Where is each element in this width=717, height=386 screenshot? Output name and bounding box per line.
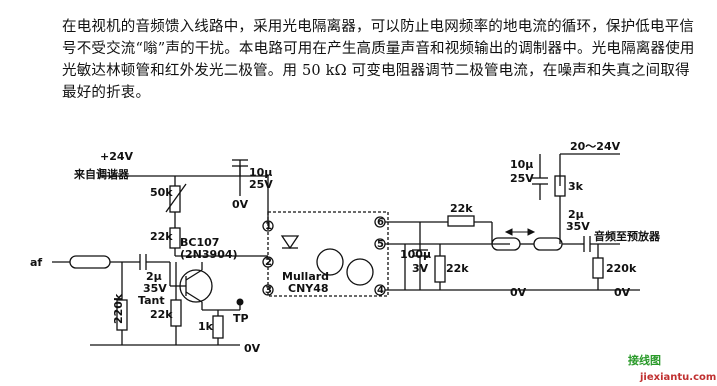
label-r-22k-emitter: 22k [446,262,469,275]
resistor-1k [212,315,224,339]
watermark-cn: 接线图 [628,353,661,367]
label-pin-4: 4 [377,285,384,296]
input-coax [69,255,111,269]
label-r-22k-feedback: 22k [450,202,473,215]
label-isolator-make: Mullard [282,270,329,283]
label-cap-left-value: 2μ [146,270,162,283]
label-cap-left-type: Tant [138,294,165,307]
label-ground-mid: 0V [510,286,527,299]
label-cap-right-voltage: 25V [510,172,534,185]
label-isolator-part: CNY48 [288,282,329,295]
label-cap-out-voltage: 35V [566,220,590,233]
label-cap-top-voltage: 25V [249,178,273,191]
label-test-point: TP [233,312,249,325]
label-pin-1: 1 [265,221,272,232]
label-transistor-alt: (2N3904) [180,248,238,261]
label-input: af [30,256,42,269]
resistor-22k-emitter [434,255,446,283]
label-supply-right: 20～24V [570,140,621,153]
label-transistor: BC107 [180,236,219,249]
label-r-22k-top: 22k [150,230,173,243]
resistor-220k-right [592,257,604,279]
label-pin-6: 6 [377,217,384,228]
label-r-220k-left: 220k [112,293,125,324]
label-r-3k: 3k [568,180,584,193]
label-pin-2: 2 [265,257,272,268]
label-from-tuner: 来自调谐器 [73,167,130,181]
label-cap-left-voltage: 35V [143,282,167,295]
label-pin-3: 3 [265,285,272,296]
label-r-220k-right: 220k [606,262,637,275]
label-supply-left: +24V [100,150,134,163]
label-cap-top-gnd: 0V [232,198,249,211]
label-ground-left: 0V [244,342,261,355]
label-cap-right-value: 10μ [510,158,533,171]
label-cap-out-value: 2μ [568,208,584,221]
label-pin-5: 5 [377,239,384,250]
optoisolator-cny48 [267,211,389,297]
resistor-22k-feedback [447,215,475,227]
label-cap-100u-voltage: 3V [412,262,429,275]
label-cap-100u-value: 100μ [400,248,431,261]
watermark-url: jiexiantu.com [639,372,716,383]
label-r-22k-bottom: 22k [150,308,173,321]
pin-2 [262,256,274,268]
description-text: 在电视机的音频馈入线路中，采用光电隔离器，可以防止电网频率的地电流的循环，保护低… [62,19,695,101]
description-paragraph: 在电视机的音频馈入线路中，采用光电隔离器，可以防止电网频率的地电流的循环，保护低… [62,16,702,104]
label-r-50k: 50k [150,186,173,199]
label-output: 音频至预放器 [594,229,661,243]
pin-1 [262,220,274,232]
label-ground-right: 0V [614,286,631,299]
label-cap-top-value: 10μ [249,166,272,179]
label-r-1k: 1k [198,320,214,333]
pin-3 [262,284,274,296]
